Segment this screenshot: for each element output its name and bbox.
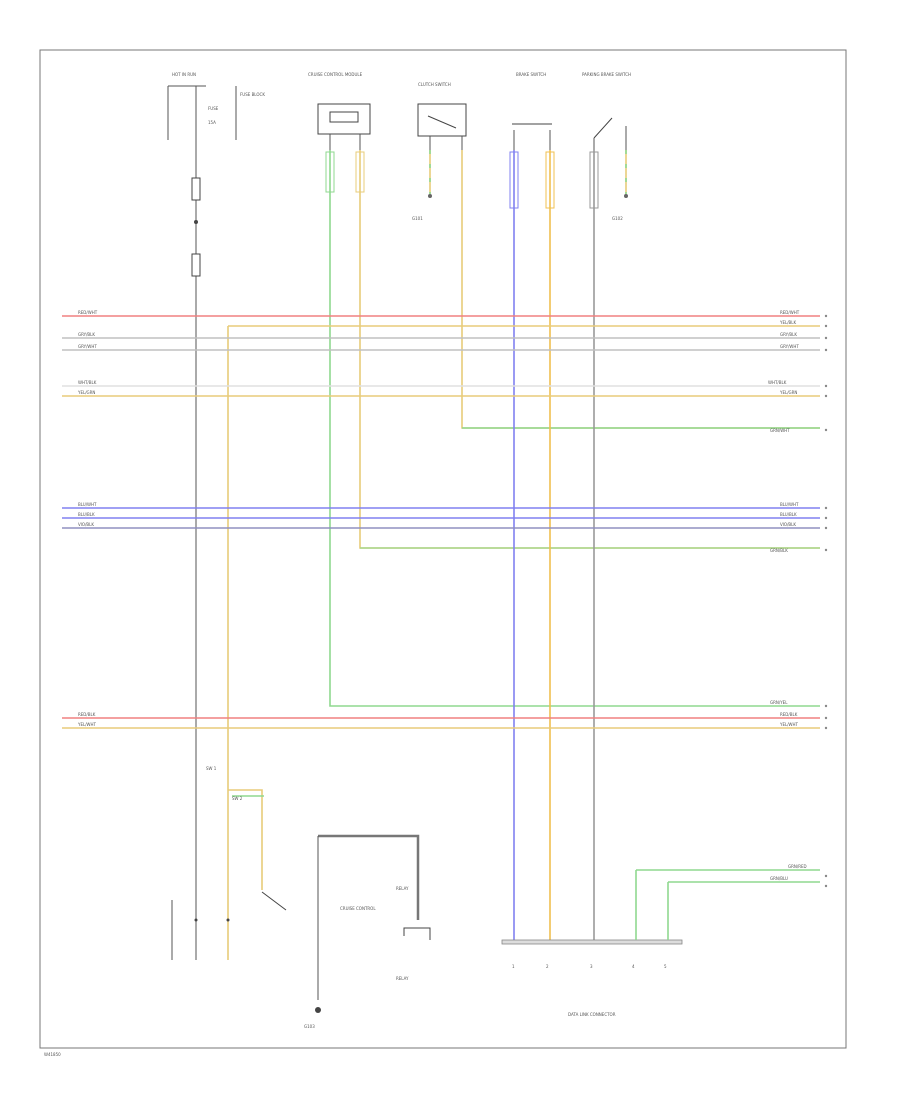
- vertical-wires: [227, 150, 820, 960]
- module-a-box: [317, 103, 371, 135]
- fuse-block-label: FUSE BLOCK: [240, 92, 265, 97]
- ground-3-icon: [315, 1007, 321, 1013]
- pin-1-label: 1: [512, 964, 515, 969]
- bus-red-1-right: RED/WHT: [780, 310, 800, 315]
- bottom-cruise-module: CRUISE CONTROL RELAY RELAY G103: [304, 834, 431, 1029]
- bus-yellow-2-left: YEL/GRN: [77, 390, 95, 395]
- bottom-left-switches: SW 1 SW 2: [171, 766, 287, 960]
- diagram-frame: [39, 49, 847, 1049]
- bus-blue-1-right: BLU/WHT: [780, 502, 799, 507]
- footer-code: W41850: [44, 1052, 61, 1057]
- bus-gray-1-right: GRY/BLK: [780, 332, 797, 337]
- wire-module-yellow: [359, 150, 820, 549]
- bus-red-2-left: RED/BLK: [78, 712, 96, 717]
- ground-1-icon: [428, 194, 432, 198]
- bus-gray-1-left: GRY/BLK: [78, 332, 95, 337]
- switch-contact-icon: [261, 891, 287, 911]
- brake-switch: BRAKE SWITCH: [512, 72, 552, 150]
- bus-yellow-3-left: YEL/WHT: [77, 722, 97, 727]
- bus-green-4-right: GRN/RED: [788, 864, 807, 869]
- bus-gray-2-right: GRY/WHT: [780, 344, 799, 349]
- bus-group-2: WHT/BLK WHT/BLK YEL/GRN YEL/GRN GRN/WHT: [62, 380, 820, 433]
- fuse-label: FUSE: [208, 106, 219, 111]
- parking-brake-switch: PARKING BRAKE SWITCH G102: [582, 72, 631, 221]
- relay-desc: RELAY: [396, 976, 409, 981]
- bus-red-1-left: RED/WHT: [78, 310, 98, 315]
- ground-1-label: G101: [412, 216, 423, 221]
- bus-yellow-3-right: YEL/WHT: [779, 722, 799, 727]
- bus-group-1: RED/WHT RED/WHT YEL/BLK GRY/BLK GRY/BLK …: [62, 310, 820, 351]
- sw-1-label: SW 1: [206, 766, 217, 771]
- connector-group-label: DATA LINK CONNECTOR: [568, 1012, 616, 1017]
- bus-green-2-right: GRN/BLK: [770, 548, 788, 553]
- pin-3-label: 3: [590, 964, 593, 969]
- bus-purple-1-left: VIO/BLK: [78, 522, 94, 527]
- switch-b-box: [417, 103, 467, 137]
- bus-green-3-right: GRN/YEL: [770, 700, 788, 705]
- splice-icon: [194, 220, 198, 224]
- bus-white-1-right: WHT/BLK: [768, 380, 787, 385]
- pin-4-label: 4: [632, 964, 635, 969]
- bus-gray-2-left: GRY/WHT: [78, 344, 97, 349]
- bus-group-3: BLU/WHT BLU/WHT BLU/BLK BLU/BLK VIO/BLK …: [62, 502, 820, 553]
- sw-2-label: SW 2: [232, 796, 243, 801]
- ground-3-label: G103: [304, 1024, 315, 1029]
- wire-module-green: [329, 150, 820, 707]
- bus-red-2-right: RED/BLK: [780, 712, 798, 717]
- bus-yellow-1-right: YEL/BLK: [779, 320, 797, 325]
- relay-label: RELAY: [396, 886, 409, 891]
- module-bottom-label: CRUISE CONTROL: [340, 906, 376, 911]
- fuse-rating: 15A: [208, 120, 216, 125]
- ground-2-label: G102: [612, 216, 623, 221]
- switch-b-label: CLUTCH SWITCH: [418, 82, 451, 87]
- cruise-control-module: CRUISE CONTROL MODULE: [308, 72, 371, 150]
- connector-icon: [191, 253, 201, 277]
- switch-d-label: PARKING BRAKE SWITCH: [582, 72, 631, 77]
- ground-2-icon: [624, 194, 628, 198]
- sensor-c-label: BRAKE SWITCH: [516, 72, 546, 77]
- clutch-switch: CLUTCH SWITCH G101: [412, 82, 467, 221]
- bus-blue-2-left: BLU/BLK: [78, 512, 95, 517]
- bus-green-5-right: GRN/BLU: [770, 876, 788, 881]
- bus-blue-1-left: BLU/WHT: [78, 502, 97, 507]
- fuse-column: HOT IN RUN FUSE 15A FUSE BLOCK: [167, 72, 265, 960]
- bus-purple-1-right: VIO/BLK: [780, 522, 796, 527]
- right-connector-markers: [824, 314, 828, 888]
- bus-green-1-right: GRN/WHT: [770, 428, 790, 433]
- pin-2-label: 2: [546, 964, 549, 969]
- module-a-label: CRUISE CONTROL MODULE: [308, 72, 363, 77]
- fuse-icon: [191, 177, 201, 201]
- pin-5-label: 5: [664, 964, 667, 969]
- data-link-connector: GRN/RED GRN/BLU 1 2 3 4 5 DATA LINK CONN…: [501, 864, 820, 1017]
- bus-blue-2-right: BLU/BLK: [780, 512, 797, 517]
- hot-in-run-label: HOT IN RUN: [172, 72, 196, 77]
- bus-white-1-left: WHT/BLK: [78, 380, 97, 385]
- bus-group-4: GRN/YEL RED/BLK RED/BLK YEL/WHT YEL/WHT: [62, 700, 820, 729]
- bus-yellow-2-right: YEL/GRN: [779, 390, 797, 395]
